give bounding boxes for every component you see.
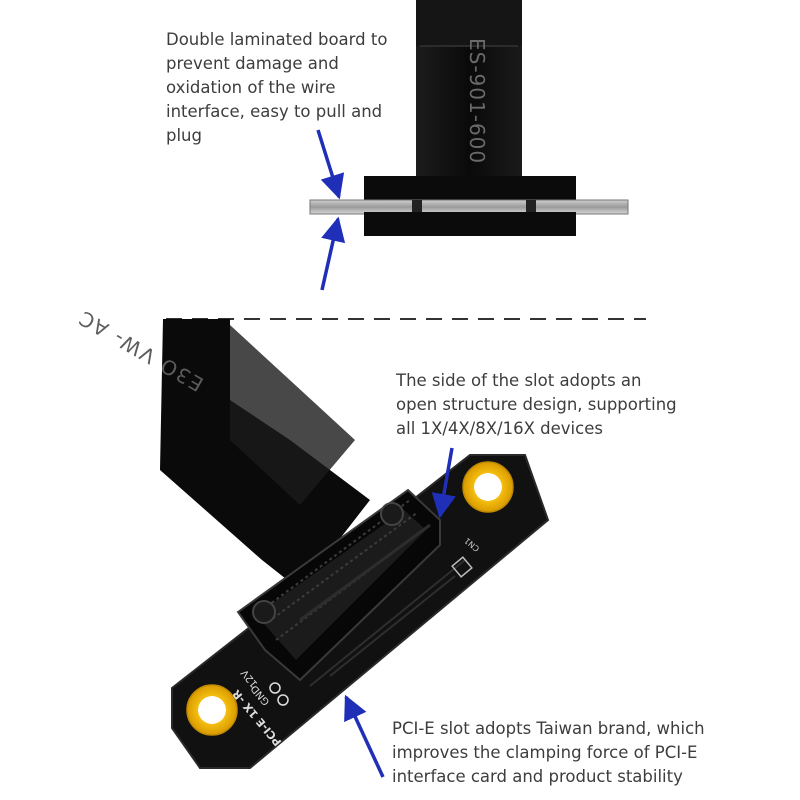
screw-icon bbox=[380, 502, 404, 526]
caption-pcie-slot: PCI-E slot adopts Taiwan brand, which im… bbox=[392, 719, 705, 786]
arrow-down-icon bbox=[316, 129, 345, 200]
mount-holes bbox=[186, 461, 514, 736]
test-point-icon bbox=[269, 682, 281, 694]
top-arrows bbox=[316, 129, 346, 291]
solder-pads bbox=[309, 556, 473, 687]
arrow-up-icon bbox=[344, 694, 385, 778]
caption-laminated-board: Double laminated board to prevent damage… bbox=[166, 30, 388, 145]
pcie-slot bbox=[236, 488, 441, 682]
test-point-icon bbox=[277, 694, 289, 706]
arrow-up-icon bbox=[320, 216, 346, 291]
mount-hole-icon bbox=[186, 684, 238, 736]
mount-hole-icon bbox=[462, 461, 514, 513]
top-cable: ES-901-600 bbox=[416, 0, 522, 182]
bottom-arrows bbox=[344, 447, 456, 778]
caption-slot-side: The side of the slot adopts an open stru… bbox=[396, 371, 677, 438]
top-cable-print: ES-901-600 bbox=[465, 38, 489, 164]
arrow-down-icon bbox=[431, 447, 456, 519]
bottom-cable: E3O VW- AC bbox=[73, 305, 370, 590]
screw-icon bbox=[252, 600, 276, 624]
laminated-board bbox=[309, 176, 629, 236]
